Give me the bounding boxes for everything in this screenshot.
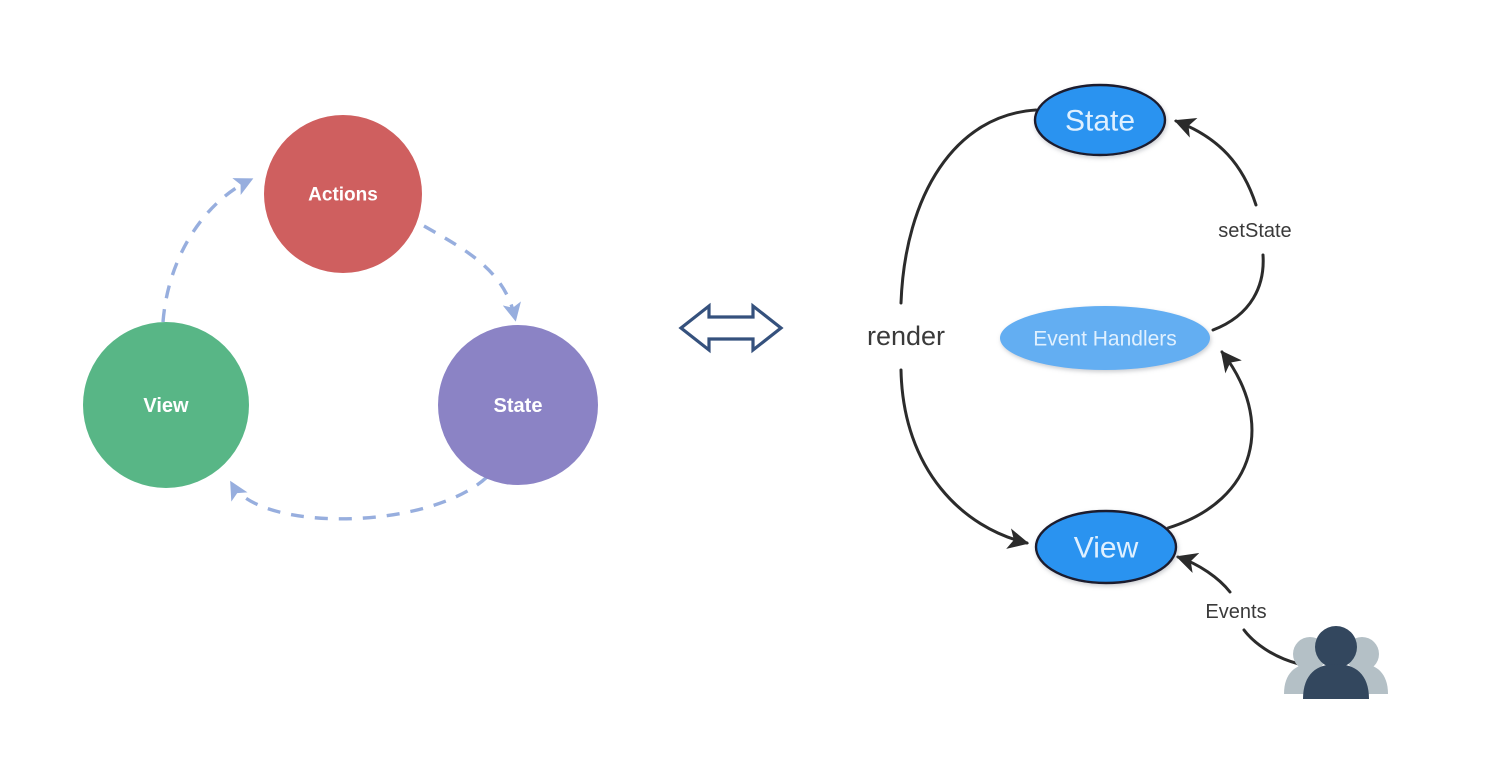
equivalence-arrow <box>678 302 784 354</box>
node-view-left-shape <box>83 322 249 488</box>
edge-state-to-view-lower <box>899 368 1030 549</box>
node-state-left-shape <box>438 325 598 485</box>
users-icon-front <box>1303 626 1369 699</box>
edge-label-setstate: setState <box>1218 220 1291 242</box>
node-view-left[interactable]: View <box>83 322 249 488</box>
edge-event-handlers-to-state-upper <box>1174 118 1258 207</box>
node-event-handlers[interactable]: Event Handlers <box>1000 306 1210 370</box>
node-event-handlers-label: Event Handlers <box>1033 328 1177 351</box>
node-state-right-shape <box>1033 83 1167 157</box>
node-state-right[interactable]: State <box>1033 83 1167 157</box>
node-state-right-label: State <box>1065 105 1135 138</box>
node-state-left-label: State <box>494 395 543 417</box>
node-state-left[interactable]: State <box>438 325 598 485</box>
double-headed-arrow-icon <box>678 302 784 354</box>
node-actions[interactable]: Actions <box>264 115 422 273</box>
edge-event-handlers-to-state-lower <box>1211 253 1265 332</box>
right-diagram: State Event Handlers View render setStat… <box>867 83 1388 699</box>
edge-view-to-actions <box>161 178 254 323</box>
edge-view-to-event-handlers <box>1166 350 1254 530</box>
node-view-right-shape <box>1034 509 1178 585</box>
left-diagram-edges <box>161 178 521 521</box>
edge-user-to-view-lower <box>1242 628 1301 666</box>
node-view-right-label: View <box>1074 532 1139 565</box>
left-diagram: Actions View State <box>83 115 598 521</box>
node-view-left-label: View <box>143 395 189 417</box>
right-diagram-edges <box>899 108 1301 666</box>
node-event-handlers-shape <box>1000 306 1210 370</box>
edge-state-to-view <box>230 475 489 521</box>
users-icon <box>1284 626 1388 699</box>
edge-actions-to-state <box>423 224 521 322</box>
edge-label-render: render <box>867 321 945 351</box>
node-view-right[interactable]: View <box>1034 509 1178 585</box>
edge-label-events: Events <box>1205 601 1266 623</box>
node-actions-shape <box>264 115 422 273</box>
edge-user-to-view-upper <box>1176 553 1232 594</box>
edge-state-to-view-upper <box>899 108 1038 305</box>
node-actions-label: Actions <box>308 185 378 206</box>
